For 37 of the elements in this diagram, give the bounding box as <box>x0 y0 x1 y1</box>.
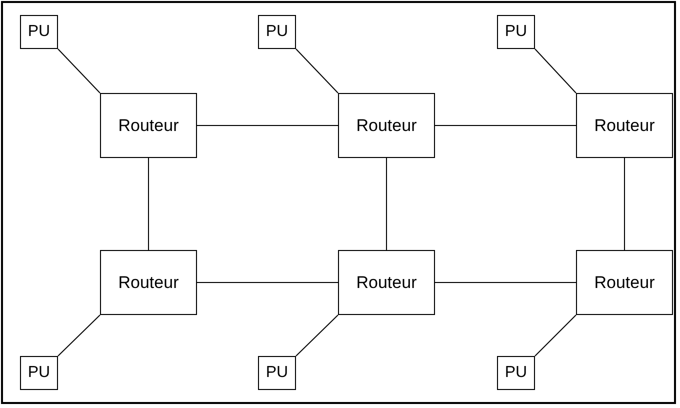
connector-line <box>58 48 100 94</box>
connector-line <box>624 158 625 250</box>
processing-unit-box <box>258 15 296 49</box>
node-label: PU <box>504 23 528 41</box>
connector-line <box>534 48 576 94</box>
node-label: Routeur <box>594 116 655 136</box>
processing-unit-box <box>497 15 535 49</box>
connector-line <box>148 158 149 250</box>
connector-line <box>296 314 338 356</box>
connector-line <box>296 48 338 94</box>
node-label: PU <box>28 364 50 382</box>
connector-line <box>434 282 576 283</box>
processing-unit-box <box>497 356 535 390</box>
processing-unit-box <box>258 356 296 390</box>
connector-line <box>196 125 338 126</box>
connector-line <box>386 158 387 250</box>
router-box <box>576 93 673 158</box>
router-box <box>338 93 435 158</box>
router-box <box>100 250 197 315</box>
connector-line <box>434 125 576 126</box>
node-label: Routeur <box>118 272 179 292</box>
node-label: Routeur <box>594 272 655 292</box>
node-label: PU <box>266 23 288 41</box>
node-label: PU <box>28 23 50 41</box>
processing-unit-box <box>20 356 58 390</box>
connector-line <box>58 314 100 356</box>
connector-line <box>196 282 338 283</box>
connector-line <box>534 314 576 356</box>
router-box <box>338 250 435 315</box>
node-label: PU <box>266 364 288 382</box>
node-label: PU <box>504 364 528 382</box>
router-box <box>100 93 197 158</box>
router-box <box>576 250 673 315</box>
node-label: Routeur <box>356 116 417 136</box>
node-label: Routeur <box>118 116 179 136</box>
processing-unit-box <box>20 15 58 49</box>
node-label: Routeur <box>356 272 417 292</box>
